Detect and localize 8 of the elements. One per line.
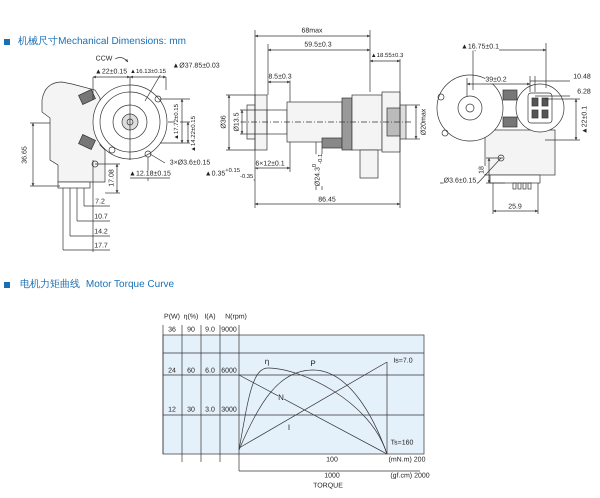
section-heading: 电机力矩曲线 [20,280,80,290]
curve-label: P [310,360,316,368]
curve-label: η [264,358,270,366]
section-heading: Motor Torque Curve [86,280,174,290]
section-heading: Mechanical Dimensions: mm [58,37,186,47]
section-heading: 机械尺寸 [18,37,58,47]
curve-label: I [288,424,290,432]
curve-label: N [278,394,284,402]
